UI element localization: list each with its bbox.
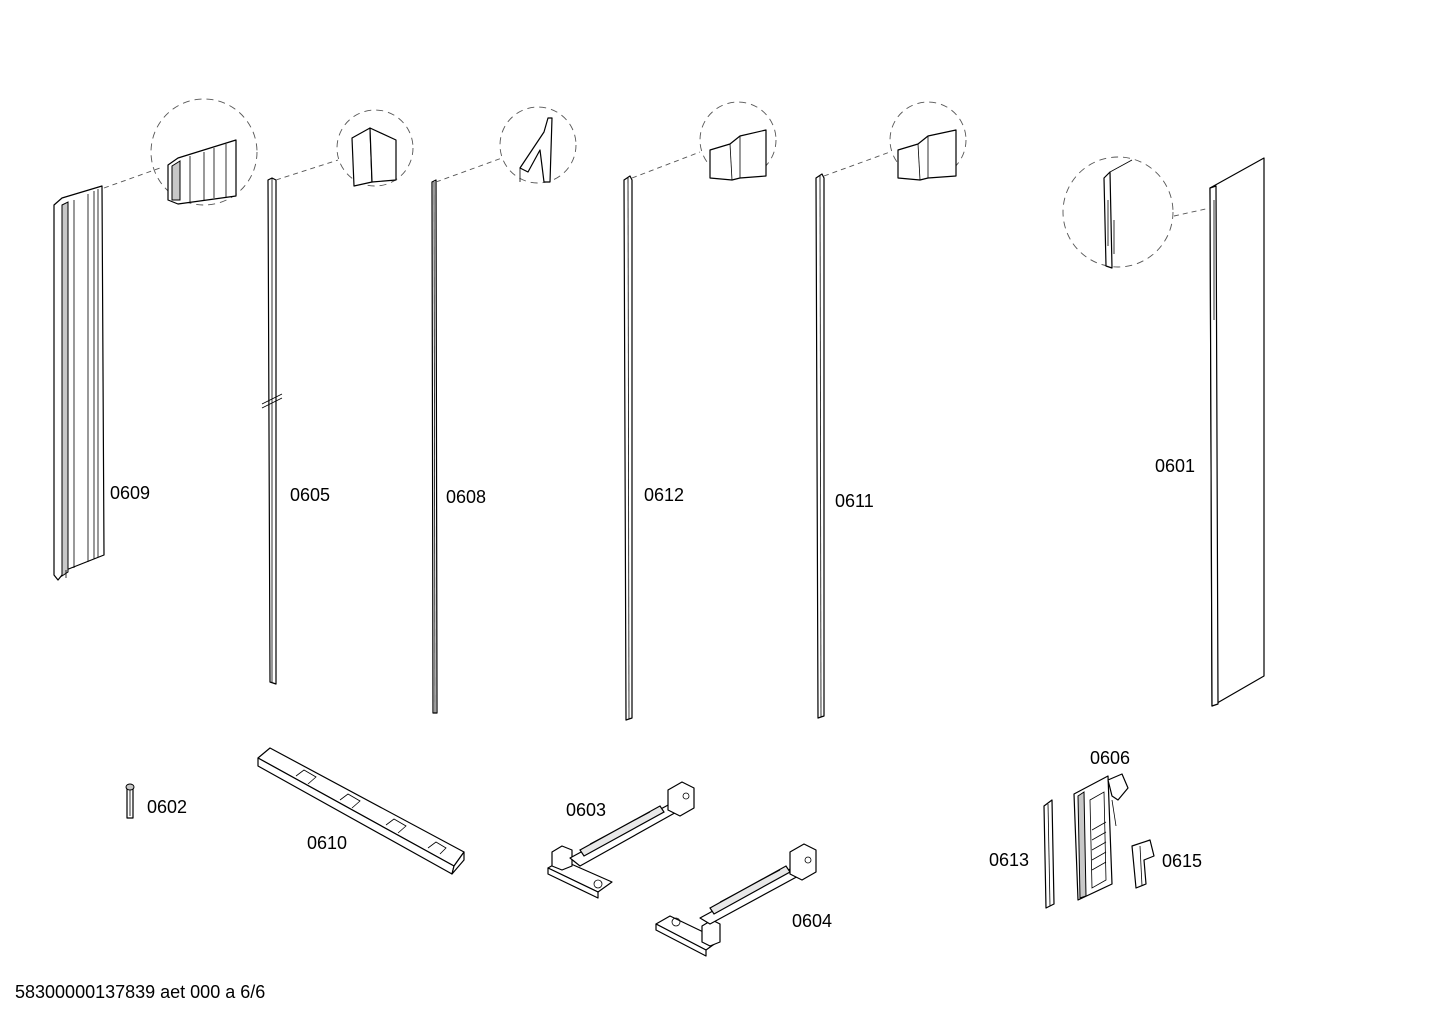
part-0602-pin xyxy=(125,783,135,819)
label-0613: 0613 xyxy=(989,850,1029,870)
label-0612: 0612 xyxy=(644,485,684,505)
label-0611: 0611 xyxy=(835,491,874,511)
part-0608-strip xyxy=(431,179,438,714)
detail-callout-0609 xyxy=(103,98,258,206)
part-0604-bracket xyxy=(655,843,817,957)
part-0615-hook xyxy=(1131,839,1155,889)
part-0603-bracket xyxy=(547,781,695,899)
label-0609: 0609 xyxy=(110,483,150,503)
label-0608: 0608 xyxy=(446,487,486,507)
label-0605: 0605 xyxy=(290,485,330,505)
part-0601-door-panel xyxy=(1209,157,1265,707)
label-0604: 0604 xyxy=(792,911,832,931)
detail-callout-0605 xyxy=(275,109,414,187)
detail-callout-0601 xyxy=(1062,156,1211,269)
label-0615: 0615 xyxy=(1162,851,1202,871)
detail-callout-0608 xyxy=(435,106,577,184)
label-0606: 0606 xyxy=(1090,748,1130,768)
detail-callout-0612 xyxy=(631,101,777,181)
label-0601: 0601 xyxy=(1155,456,1195,476)
detail-callout-0611 xyxy=(823,101,967,181)
part-0613-strip xyxy=(1043,799,1055,909)
part-0611-strip xyxy=(815,173,825,719)
part-0612-strip xyxy=(623,175,633,721)
part-0610-rail xyxy=(257,747,465,875)
document-id: 58300000137839 aet 000 a 6/6 xyxy=(15,982,265,1002)
part-0606-hinge xyxy=(1073,773,1129,901)
label-0610: 0610 xyxy=(307,833,347,853)
part-0605-strip xyxy=(261,177,283,685)
label-0602: 0602 xyxy=(147,797,187,817)
label-0603: 0603 xyxy=(566,800,606,820)
part-0609-handle-profile xyxy=(53,185,105,581)
